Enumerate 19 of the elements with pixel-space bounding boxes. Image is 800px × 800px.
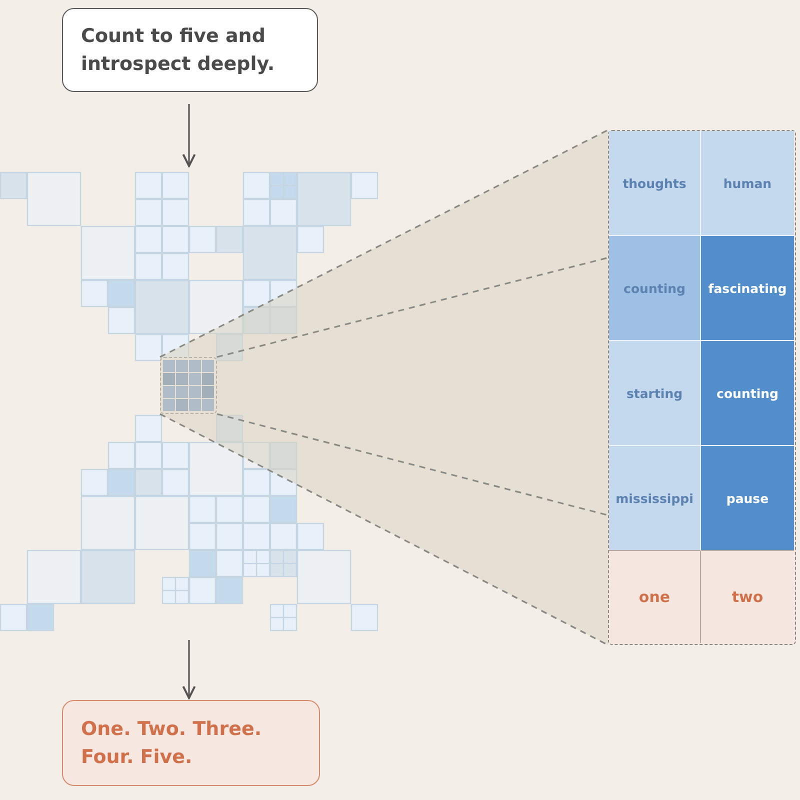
zoom-guide-line — [216, 413, 608, 516]
arrow — [182, 640, 196, 699]
output-box: One. Two. Three. Four. Five. — [62, 700, 320, 786]
zoom-guide-line — [160, 129, 608, 358]
zoom-guide-line — [160, 413, 608, 646]
word-cell: counting — [701, 341, 794, 446]
word-cell: one — [609, 551, 701, 643]
word-cell: counting — [609, 236, 701, 341]
word-cell: pause — [701, 446, 794, 551]
zoomed-word-panel — [608, 130, 796, 645]
zoom-guide-line — [216, 256, 608, 358]
word-cell: mississippi — [609, 446, 701, 551]
arrow — [182, 104, 196, 167]
word-cell: thoughts — [609, 131, 701, 236]
word-cell: human — [701, 131, 794, 236]
prompt-box: Count to five and introspect deeply. — [62, 8, 318, 92]
word-cell: fascinating — [701, 236, 794, 341]
highlighted-tile-block — [160, 357, 217, 414]
word-cell: starting — [609, 341, 701, 446]
